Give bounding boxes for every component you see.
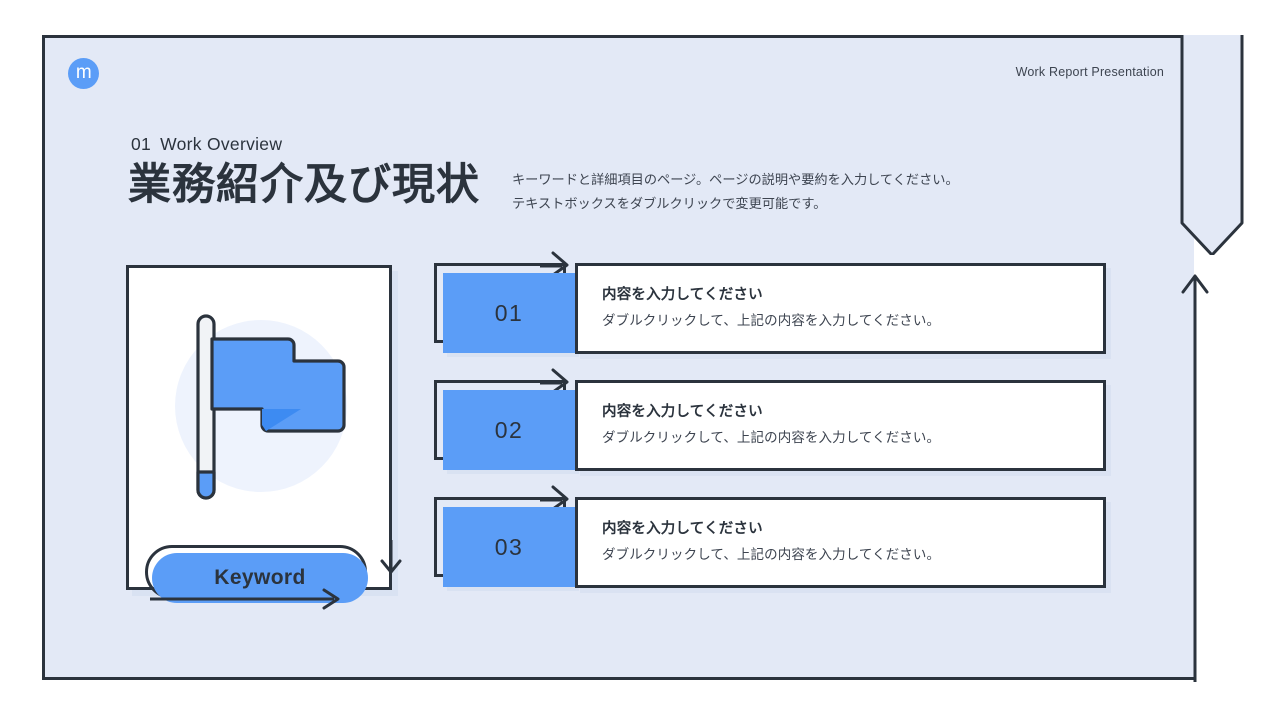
- page-description-line-2: テキストボックスをダブルクリックで変更可能です。: [512, 195, 827, 211]
- flag-icon: [196, 314, 346, 500]
- content-heading: 内容を入力してください: [602, 287, 763, 303]
- number-badge: 02: [443, 390, 575, 470]
- bookmark-ribbon-icon: [1180, 35, 1244, 255]
- page-title: 業務紹介及び現状: [128, 161, 480, 209]
- section-eyebrow-text: Work Overview: [160, 134, 283, 154]
- content-body: ダブルクリックして、上記の内容を入力してください。: [602, 429, 941, 445]
- number-badge: 03: [443, 507, 575, 587]
- list-item[interactable]: 02 内容を入力してください ダブルクリックして、上記の内容を入力してください。: [434, 368, 1106, 475]
- number-badge-label: 03: [494, 533, 524, 560]
- logo-glyph: m: [75, 62, 92, 83]
- content-body: ダブルクリックして、上記の内容を入力してください。: [602, 546, 941, 562]
- step-arrow-icon: [540, 251, 569, 273]
- content-heading: 内容を入力してください: [602, 521, 763, 537]
- section-number: 01: [131, 134, 152, 154]
- step-arrow-icon: [540, 485, 569, 507]
- step-arrow-icon: [540, 368, 569, 390]
- card-down-arrow-icon: [380, 540, 402, 574]
- number-badge-label: 02: [494, 416, 524, 443]
- section-eyebrow: 01 Work Overview: [131, 134, 282, 155]
- header-label: Work Report Presentation: [1015, 65, 1164, 79]
- number-badge-label: 01: [494, 299, 524, 326]
- frame-up-arrow-icon: [1181, 274, 1209, 682]
- page-description: キーワードと詳細項目のページ。ページの説明や要約を入力してください。 テキストボ…: [512, 168, 959, 215]
- list-item[interactable]: 01 内容を入力してください ダブルクリックして、上記の内容を入力してください。: [434, 251, 1106, 358]
- list-item[interactable]: 03 内容を入力してください ダブルクリックして、上記の内容を入力してください。: [434, 485, 1106, 592]
- brand-logo-icon: m: [68, 58, 99, 89]
- content-textbox[interactable]: 内容を入力してください ダブルクリックして、上記の内容を入力してください。: [575, 380, 1106, 471]
- keyword-pill-label: Keyword: [214, 566, 306, 589]
- content-textbox[interactable]: 内容を入力してください ダブルクリックして、上記の内容を入力してください。: [575, 497, 1106, 588]
- content-body: ダブルクリックして、上記の内容を入力してください。: [602, 312, 941, 328]
- content-textbox[interactable]: 内容を入力してください ダブルクリックして、上記の内容を入力してください。: [575, 263, 1106, 354]
- keyword-right-arrow-icon: [150, 588, 340, 610]
- page-description-line-1: キーワードと詳細項目のページ。ページの説明や要約を入力してください。: [512, 172, 959, 187]
- content-heading: 内容を入力してください: [602, 404, 763, 420]
- number-badge: 01: [443, 273, 575, 353]
